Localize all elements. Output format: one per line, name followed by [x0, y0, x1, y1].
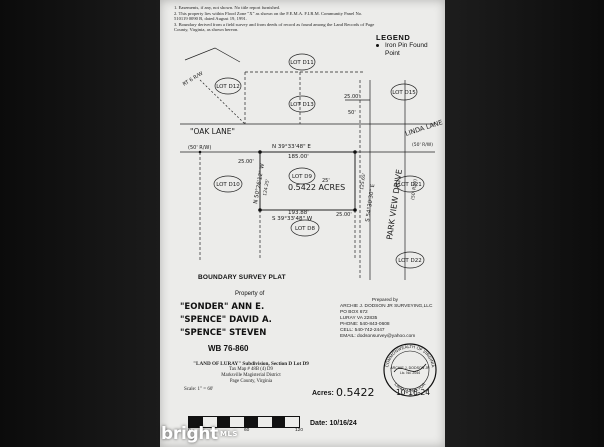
date-row: Date: 10/16/24	[310, 420, 357, 427]
surveyor-po-box: PO BOX 672	[340, 310, 368, 315]
east-distance: 125.65'	[359, 173, 367, 191]
oak-lane-label: "OAK LANE"	[190, 127, 235, 136]
rt6-note: RT 6 R/W	[182, 71, 204, 88]
subdivision-line: "LAND OF LURAY" Subdivision, Section D L…	[193, 361, 309, 367]
lot-d15-label: LOT D15	[392, 90, 416, 96]
scale-label-0: 0	[188, 428, 191, 433]
surveyor-phone: PHONE: 540-843-0608	[340, 322, 390, 327]
lot-d12-label: LOT D12	[216, 84, 240, 90]
lot-d12-ellipse	[214, 77, 242, 95]
note-line: 1. Easements, if any, not shown. No titl…	[174, 5, 281, 10]
scale-bar	[188, 416, 300, 428]
dim-d: 50'	[348, 110, 356, 116]
seal-signed-date: 10-16-24	[396, 388, 431, 397]
dim-a: 25.00'	[238, 159, 254, 165]
background-right	[445, 0, 604, 447]
owner-line: "EONDER" ANN E.	[180, 302, 265, 312]
south-bearing: S 39°33'48" W	[272, 216, 313, 222]
park-view-width: (50' R/W)	[410, 178, 419, 200]
prepared-by: Prepared by	[371, 298, 399, 303]
acres-label: Acres:	[312, 390, 334, 397]
lot-d15-ellipse	[390, 83, 418, 101]
watermark-brand: bright	[161, 424, 218, 444]
surveyor-cell: CELL: 540-742-2447	[340, 328, 385, 333]
scale-text: Scale: 1" = 60'	[184, 387, 214, 392]
watermark-suffix: MLS	[219, 430, 238, 438]
owner-line: "SPENCE" DAVID A.	[180, 315, 272, 325]
scale-label-60: 60	[244, 428, 250, 433]
surveyor-block: Prepared by ARCHIE J. DODSON JR SURVEYIN…	[340, 298, 440, 340]
lot-d11-label: LOT D11	[290, 60, 314, 66]
lot-d10-ellipse	[213, 175, 243, 193]
background-left	[0, 0, 160, 447]
lot-d21-label: LOT D21	[398, 182, 422, 188]
survey-notes: 1. Easements, if any, not shown. No titl…	[174, 5, 436, 33]
scale-label-120: 120	[295, 428, 304, 433]
surveyor-name: ARCHIE J. DODSON JR SURVEYING,LLC	[340, 304, 433, 309]
county: Page County, Virginia	[229, 379, 273, 384]
dim-b: 25.00'	[336, 212, 352, 218]
lot-d9-label: LOT D9	[292, 174, 313, 180]
oak-lane-width: (50' R/W)	[188, 145, 211, 151]
owner-line: "SPENCE" STEVEN	[180, 328, 267, 338]
south-distance: 193.88'	[288, 210, 309, 216]
acres-value: 0.5422	[336, 386, 375, 399]
lot-d10-label: LOT D10	[216, 182, 240, 188]
survey-plat-document: 1. Easements, if any, not shown. No titl…	[160, 0, 445, 447]
west-distance: 124.25'	[262, 179, 271, 197]
date-value: 10/16/24	[329, 420, 357, 427]
will-book-ref: WB 76-860	[208, 344, 249, 353]
lot-d8-ellipse	[290, 219, 320, 237]
lot-d8-label: LOT D8	[295, 226, 316, 232]
district: Marksville Magisterial District	[221, 373, 281, 378]
iron-pin-icon	[353, 208, 357, 212]
iron-pin-icon	[376, 43, 379, 47]
north-bearing: N 39°33'48" E	[272, 144, 311, 150]
lot-d11-ellipse	[288, 53, 316, 71]
iron-pin-icon	[353, 150, 357, 154]
north-distance: 185.00'	[288, 154, 309, 160]
legend-point: Point	[385, 50, 400, 57]
note-line: 2. This property lies within Flood Zone …	[174, 10, 363, 16]
seal-lic: Lic. No. 2044	[400, 371, 420, 375]
lot-d13-ellipse	[288, 95, 316, 113]
legend-iron-pin: Iron Pin Found	[385, 42, 428, 49]
plat-drawing: LOT D11 LOT D12 LOT D13 LOT D15 LOT D10 …	[180, 47, 444, 280]
lot-d9-ellipse	[288, 167, 316, 185]
legend-title: LEGEND	[376, 33, 411, 42]
surveyor-seal: COMMONWEALTH OF VIRGINIA LAND SURVEYOR A…	[382, 342, 438, 398]
rt6-curve	[184, 47, 241, 63]
linda-lane-width: (50' R/W)	[412, 142, 433, 148]
tax-map: Tax Map # 48B (4) D9	[229, 367, 273, 372]
iron-pin-icon	[258, 150, 262, 154]
note-line: 510119 0090 B, dated August 19, 1991.	[174, 16, 247, 22]
surveyor-city: LURAY VA 22835	[340, 316, 378, 321]
east-bearing: S 54°30'30" E	[365, 183, 376, 222]
lot-d22-label: LOT D22	[398, 258, 422, 264]
iron-pin-icon	[198, 150, 202, 154]
date-label: Date:	[310, 420, 328, 427]
property-of-label: Property of	[235, 291, 265, 297]
lot-d9-area: 0.5422 ACRES	[288, 183, 345, 192]
rt6-line	[199, 79, 246, 125]
dim-c: 25.00'	[344, 94, 360, 100]
iron-pin-icon	[258, 208, 262, 212]
park-view-drive-label: PARK VIEW DRIVE	[385, 169, 404, 241]
subdivision-block: "LAND OF LURAY" Subdivision, Section D L…	[176, 361, 326, 385]
note-line: 3. Boundary derived from a field survey …	[174, 21, 375, 27]
dim-e: 25'	[322, 178, 330, 184]
linda-lane-label: LINDA LANE	[404, 118, 444, 138]
surveyor-email: EMAIL: dodsonsurvey@yahoo.com	[340, 334, 416, 339]
lot-d13-label: LOT D13	[290, 102, 314, 108]
lot-d22-ellipse	[395, 251, 425, 269]
lot-d21-ellipse	[395, 175, 425, 193]
note-line: County, Virginia, as shown hereon.	[174, 27, 239, 33]
plat-title: BOUNDARY SURVEY PLAT	[198, 274, 286, 281]
legend-items: Iron Pin Found Point	[376, 42, 428, 58]
seal-name: ARCHIE J. DODSON JR	[390, 366, 430, 370]
